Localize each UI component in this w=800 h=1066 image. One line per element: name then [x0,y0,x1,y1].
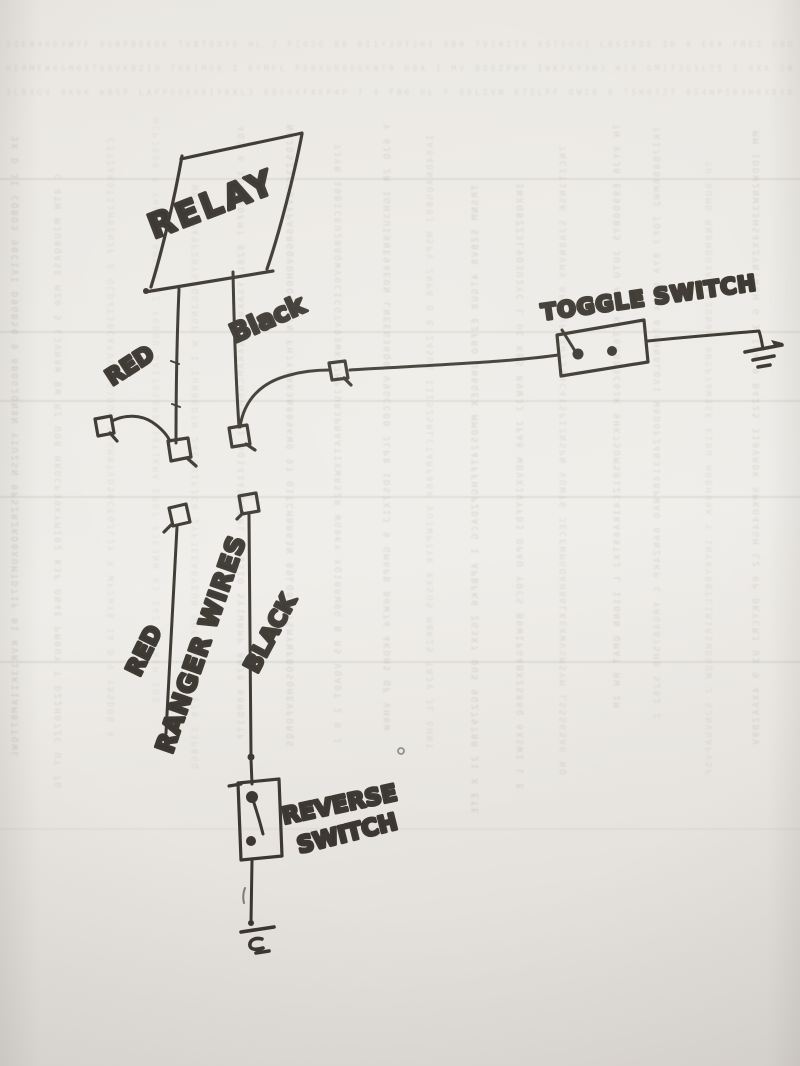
spade-connector-ranger-black [235,491,261,521]
relay-red-branch: RED [93,287,198,468]
pigtail-wire [110,414,172,443]
ground-symbol-bottom [239,925,276,955]
relay-component: RELAY [141,131,304,294]
ruled-line [0,178,800,180]
spade-connector-red [166,436,198,468]
spade-connector-black [227,423,257,452]
toggle-to-ground-wire [646,329,765,351]
toggle-switch-component: TOGGLE SWITCH [538,270,784,378]
black-to-toggle-wire [238,353,560,429]
ranger-wires-section: RED RANGER WIRES BLACK [120,491,304,786]
relay-label: RELAY [142,162,281,247]
bleedthrough-row: HERMEW6SM63TS6VKBZIU 7VK1M56 I EYMFL P5R… [6,64,794,73]
wire-end-dot [248,920,254,926]
reverse-switch-box [227,777,284,862]
relay-box-corner-dot [143,288,149,294]
ranger-red-label: RED [122,622,168,681]
spade-connector-ranger-red [162,502,192,534]
wire-scratch-mark [242,887,246,904]
ranger-black-wire-joint-dot [247,753,255,761]
bleedthrough-row: 5QEN4663WYF VGRFBEEGK TV8T5XY5 HL Z PZO2… [6,40,794,49]
ranger-black-wire [247,513,254,786]
ranger-wires-label: RANGER WIRES [150,532,252,757]
spade-connector-mid [327,359,353,387]
black-wire [231,270,241,429]
relay-black-branch: Black [224,270,560,452]
ruled-line [0,496,800,498]
spade-connector-pigtail [93,414,119,443]
ruled-line [0,661,800,663]
reverse-lever [251,798,265,836]
ruled-line [0,828,800,830]
black-wire-label: Black [226,290,311,350]
ground-symbol-right [743,343,784,369]
red-wire-ticks [170,360,181,408]
ruled-line [0,400,800,402]
relay-box [143,131,304,294]
toggle-switch-label: TOGGLE SWITCH [540,271,759,326]
bleedthrough-row: 5LBVGV 9XVK WBSP LAFP55ARAIYRXL3 EQ5UXFA… [6,88,794,97]
red-wire [174,287,181,445]
toggle-lever [560,328,577,353]
ranger-red-wire [164,525,179,735]
reverse-terminal-bottom [246,836,256,846]
toggle-switch-box [555,318,650,378]
toggle-terminal-right [607,346,617,356]
reverse-to-ground-wire [249,859,254,924]
red-wire-label: RED [101,341,159,391]
ground-arrow-tip [771,340,783,347]
stray-pen-mark [397,747,405,755]
reverse-terminal-top [246,791,258,803]
ruled-line [0,331,800,333]
reverse-switch-component: REVERSE SWITCH [227,777,402,955]
